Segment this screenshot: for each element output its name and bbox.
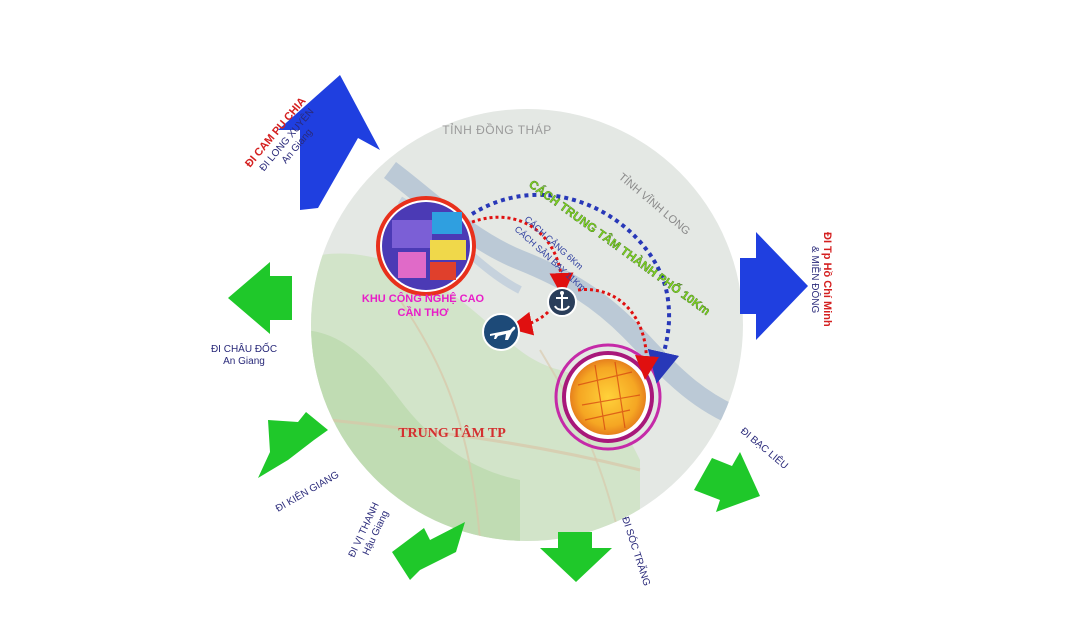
hitech-zone-marker bbox=[376, 196, 476, 296]
map-circle bbox=[311, 109, 743, 541]
arrow-soc-trang bbox=[540, 532, 612, 582]
direction-chau-doc: ĐI CHÂU ĐỐC An Giang bbox=[211, 341, 277, 367]
direction-chau-doc-an-giang: An Giang bbox=[223, 356, 265, 367]
route-port-to-center bbox=[577, 288, 659, 380]
arrow-hcmc bbox=[740, 232, 808, 340]
direction-kien-giang: ĐI KIÊN GIANG bbox=[273, 468, 341, 515]
airplane-icon bbox=[482, 313, 520, 351]
direction-soc-trang: ĐI SÓC TRĂNG bbox=[619, 515, 654, 588]
hitech-zone-label: KHU CÔNG NGHỆ CAO bbox=[362, 292, 485, 305]
arrow-chau-doc bbox=[228, 262, 292, 334]
arrow-bac-lieu bbox=[694, 452, 760, 512]
city-center-marker bbox=[554, 343, 662, 451]
direction-hcmc-mien-dong: & MIỀN ĐÔNG bbox=[809, 246, 822, 313]
road bbox=[399, 299, 481, 541]
direction-hcmc: ĐI Tp Hồ Chí Minh & MIỀN ĐÔNG bbox=[809, 232, 833, 327]
arrow-kien-giang bbox=[258, 412, 328, 478]
anchor-icon bbox=[547, 287, 577, 317]
direction-hcmc-title: ĐI Tp Hồ Chí Minh bbox=[821, 232, 833, 327]
region-label-dong-thap: TỈNH ĐỒNG THÁP bbox=[442, 122, 551, 137]
arrow-cambodia bbox=[278, 75, 380, 210]
direction-chau-doc-title: ĐI CHÂU ĐỐC bbox=[211, 341, 277, 355]
hitech-zone-label-city: CẦN THƠ bbox=[398, 306, 450, 319]
route-to-airport bbox=[508, 310, 550, 336]
direction-vi-thanh: ĐI VỊ THANH Hậu Giang bbox=[347, 501, 391, 559]
direction-bac-lieu: ĐI BẠC LIÊU bbox=[738, 424, 791, 471]
road bbox=[329, 418, 641, 472]
city-center-label: TRUNG TÂM TP bbox=[398, 424, 506, 441]
arrow-vi-thanh bbox=[392, 522, 465, 580]
route-to-city-center bbox=[470, 193, 680, 384]
